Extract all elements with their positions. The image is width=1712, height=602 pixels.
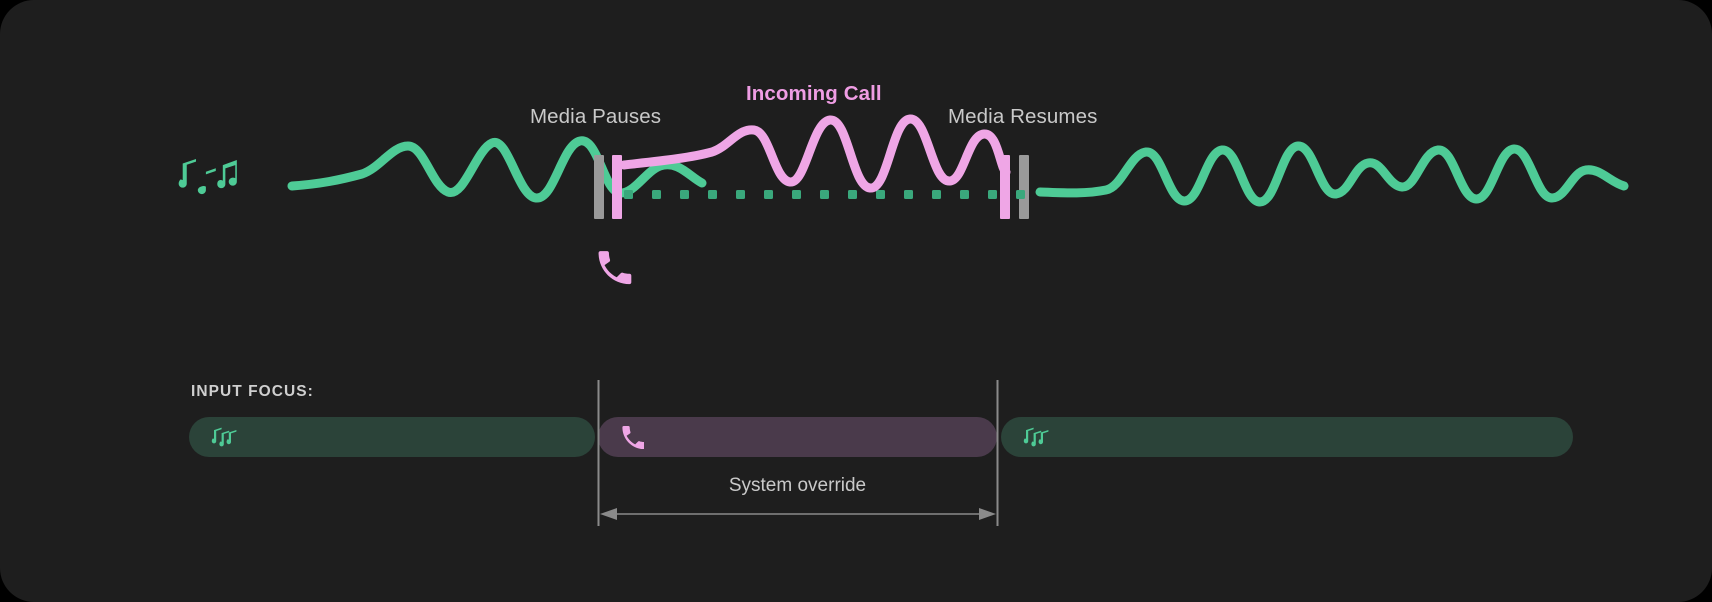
system-override-label: System override	[728, 475, 867, 496]
audio-timeline: Media Pauses Incoming Call Media Resumes	[178, 82, 1629, 285]
media-muted-dotted-track	[624, 190, 1025, 199]
label-media-pauses: Media Pauses	[530, 105, 662, 128]
waveform-incoming-call	[619, 114, 1011, 193]
phone-handset-icon	[598, 251, 632, 285]
phone-handset-icon	[620, 425, 646, 450]
waveform-media-before	[287, 136, 707, 203]
marker-pause-gray	[594, 155, 604, 219]
focus-bar-media-after[interactable]	[1001, 417, 1573, 457]
music-notes-icon	[1023, 426, 1049, 448]
focus-bar-media-before[interactable]	[189, 417, 595, 457]
label-incoming-call: Incoming Call	[746, 82, 882, 105]
music-notes-icon	[211, 426, 237, 448]
override-arrow-head-right	[979, 508, 996, 520]
waveform-graphic	[178, 114, 1629, 285]
override-arrow-head-left	[600, 508, 617, 520]
label-media-resumes: Media Resumes	[948, 105, 1098, 128]
focus-bar-call[interactable]	[598, 417, 997, 457]
waveform-media-after	[1035, 141, 1629, 207]
input-focus-heading: INPUT FOCUS:	[191, 383, 314, 400]
system-override-bracket	[597, 380, 999, 526]
music-notes-icon	[178, 159, 237, 195]
marker-pause-pink	[612, 155, 622, 219]
marker-resume-gray	[1019, 155, 1029, 219]
